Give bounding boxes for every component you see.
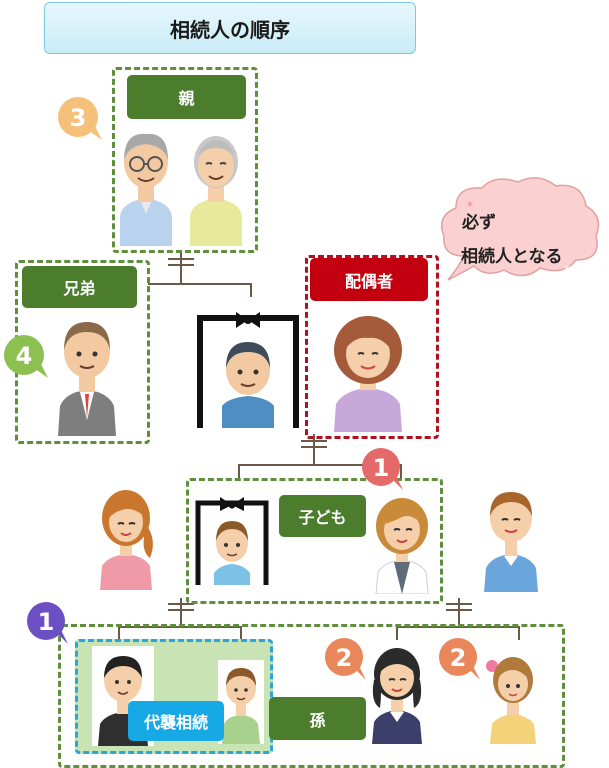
callout-line1: 必ず [462, 213, 496, 233]
badge-1-grandchildren-text: 1 [38, 608, 55, 636]
connector-grandchild-left-vertical [180, 598, 182, 626]
connector-grandchild-left-horizontal [118, 626, 242, 628]
badge-1-grandchildren-icon: 1 [27, 602, 68, 644]
deceased-memorial-frame [197, 302, 299, 428]
connector-spouse-vertical [313, 434, 315, 464]
representation-label-text: 代襲相続 [143, 713, 208, 732]
connector-grandchild-right-double [446, 603, 472, 605]
child-man-right-illustration [484, 492, 538, 592]
connector-grandchild-left-a [118, 626, 120, 640]
children-label-text: 子ども [298, 508, 347, 527]
badge-2-a-icon: 2 [325, 638, 366, 680]
connector-parents-double2 [168, 264, 194, 266]
badge-2-a-text: 2 [336, 644, 353, 672]
connector-children-right [400, 464, 402, 480]
badge-2-b-icon: 2 [439, 638, 480, 680]
grandson-representation-b-illustration [218, 660, 264, 744]
daughter-illustration [375, 498, 429, 594]
grandchildren-label: 孫 [269, 697, 366, 740]
spouse-illustration [334, 316, 402, 432]
connector-parents-vertical [180, 250, 182, 284]
grandmother-illustration [190, 136, 242, 246]
spouse-group [305, 255, 439, 439]
spouse-label: 配偶者 [310, 258, 428, 301]
parents-label: 親 [127, 75, 246, 119]
connector-grandchild-left-double2 [168, 609, 194, 611]
spouse-label-text: 配偶者 [344, 271, 393, 291]
svg-text:*: * [564, 263, 570, 277]
connector-grandchild-left-b [240, 626, 242, 640]
connector-parents-double [168, 258, 194, 260]
page-title: 相続人の順序 [44, 2, 416, 54]
badge-4-icon: 4 [4, 335, 48, 378]
representation-label: 代襲相続 [128, 701, 224, 741]
must-inherit-callout: * * [441, 177, 600, 281]
connector-children-left [238, 464, 240, 480]
badge-4-text: 4 [16, 342, 33, 370]
child-woman-left-illustration [100, 490, 153, 590]
connector-spouse-double2 [301, 446, 327, 448]
badge-1-children-icon: 1 [362, 448, 403, 490]
grandchildren-label-text: 孫 [309, 710, 326, 730]
svg-text:*: * [467, 199, 473, 213]
connector-grandchild-right-double2 [446, 609, 472, 611]
badge-2-b-text: 2 [450, 644, 467, 672]
badge-3-icon: 3 [58, 97, 102, 140]
page-title-text: 相続人の順序 [170, 17, 290, 42]
connector-parents-to-deceased [250, 283, 252, 297]
connector-grandchild-left-double [168, 603, 194, 605]
granddaughter-b-illustration [486, 657, 536, 744]
children-label: 子ども [279, 495, 366, 537]
connector-spouse-double [301, 440, 327, 442]
badge-3-text: 3 [70, 104, 87, 132]
badge-1-children-text: 1 [373, 454, 390, 482]
connector-parents-horizontal [148, 283, 252, 285]
siblings-label-text: 兄弟 [63, 279, 96, 298]
connector-grandchild-right-b [518, 626, 520, 640]
connector-grandchild-right-horizontal [396, 626, 520, 628]
children-group [186, 478, 443, 604]
parents-group [112, 67, 258, 253]
parents-label-text: 親 [178, 89, 195, 108]
siblings-label: 兄弟 [22, 266, 137, 308]
callout-line2: 相続人となる [461, 247, 563, 267]
sibling-illustration [58, 322, 116, 436]
grandfather-illustration [120, 133, 172, 246]
connector-grandchild-right-a [396, 626, 398, 640]
granddaughter-a-illustration [372, 648, 422, 744]
connector-grandchild-right-vertical [458, 598, 460, 626]
connector-children-horizontal [238, 464, 402, 466]
deceased-child-memorial-frame [195, 497, 269, 585]
